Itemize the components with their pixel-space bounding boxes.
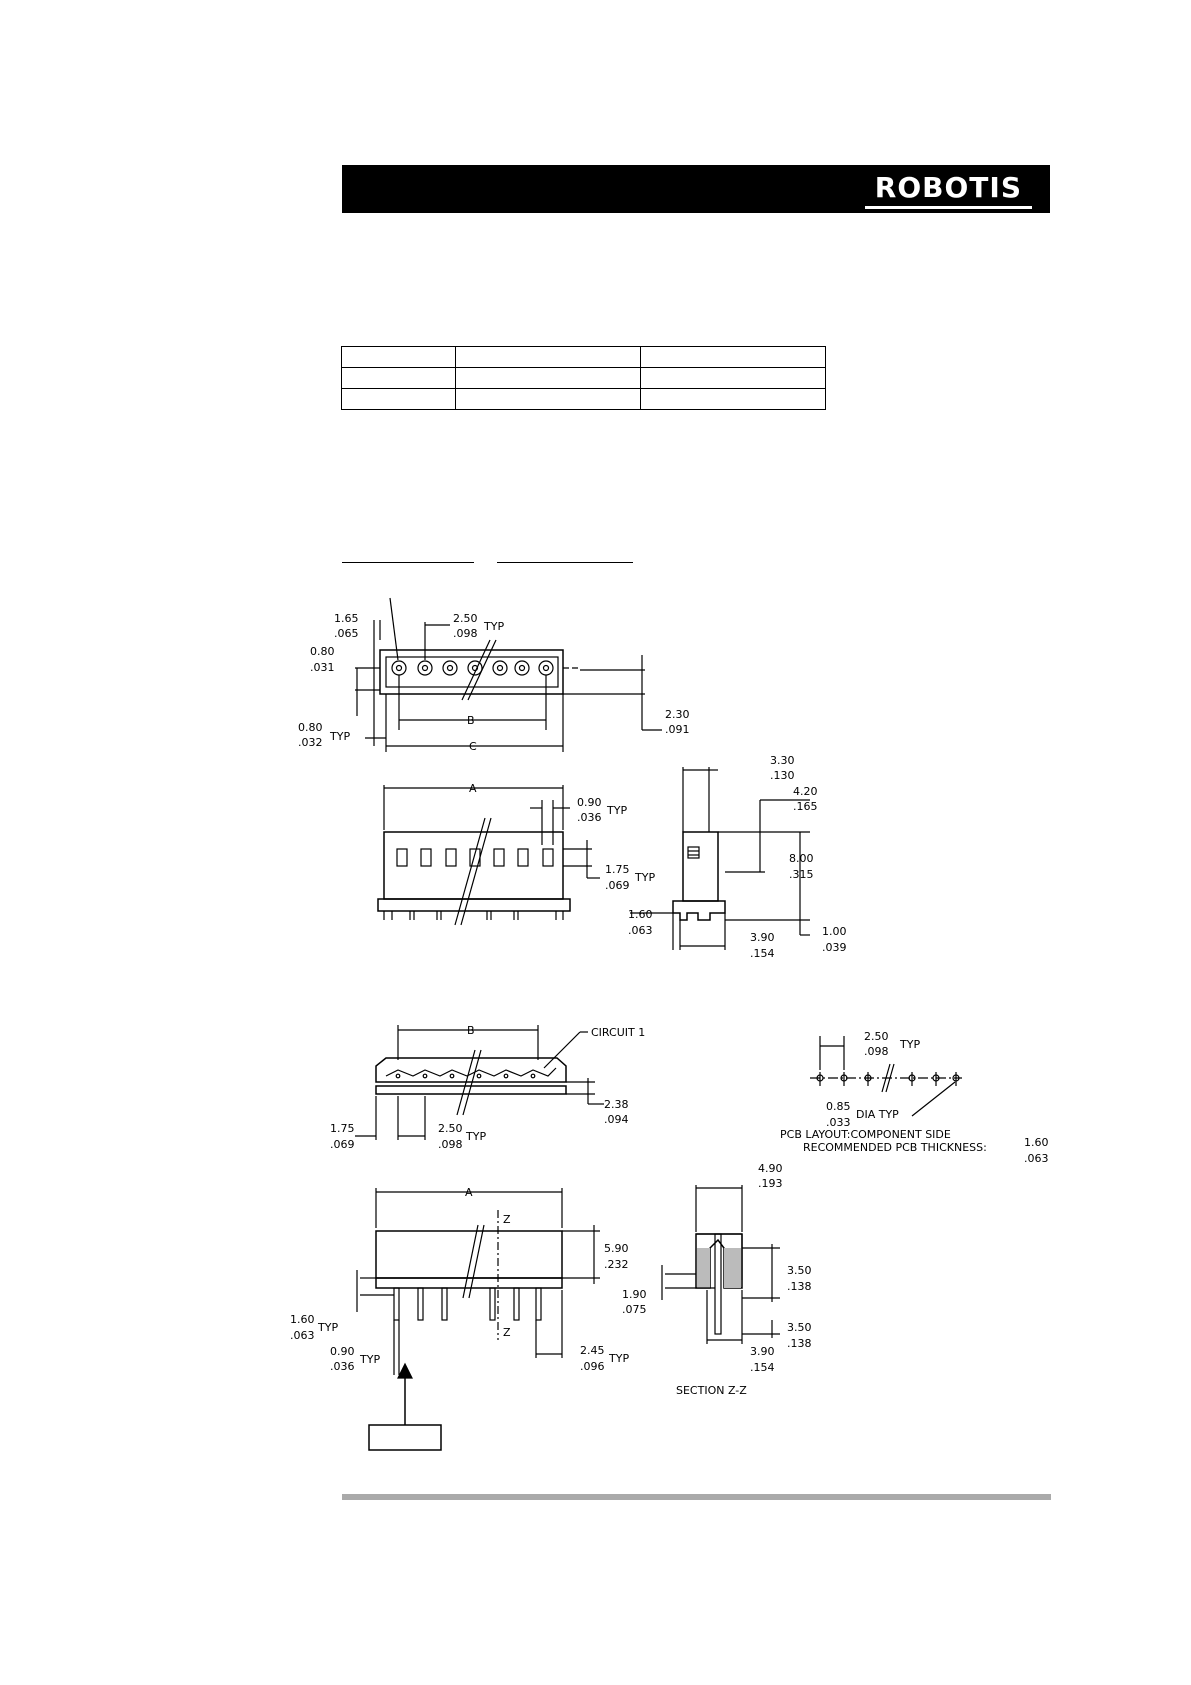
dim-text: 3.50 bbox=[787, 1264, 812, 1277]
dim-text: TYP bbox=[606, 804, 627, 817]
top-view bbox=[355, 597, 662, 752]
dim-text: CIRCUIT 1 bbox=[591, 1026, 645, 1039]
dim-text: 1.90 bbox=[622, 1288, 647, 1301]
header-top-view bbox=[355, 1025, 604, 1140]
dim-text: .075 bbox=[622, 1303, 647, 1316]
dim-text: .315 bbox=[789, 868, 814, 881]
table-row bbox=[341, 388, 826, 410]
dim-text: 1.00 bbox=[822, 925, 847, 938]
side-view bbox=[630, 767, 810, 950]
dim-text: 3.30 bbox=[770, 754, 795, 767]
dim-text: .063 bbox=[1024, 1152, 1049, 1165]
dim-text: .098 bbox=[864, 1045, 889, 1058]
dim-text: 0.85 bbox=[826, 1100, 851, 1113]
dim-text: 1.60 bbox=[628, 908, 653, 921]
dim-text: 4.90 bbox=[758, 1162, 783, 1175]
dim-text: 0.90 bbox=[330, 1345, 355, 1358]
dim-text: A bbox=[465, 1186, 473, 1199]
dim-text: 2.30 bbox=[665, 708, 690, 721]
robotis-logo: ROBOTIS bbox=[864, 170, 1032, 209]
dim-text: .130 bbox=[770, 769, 795, 782]
dim-text: RECOMMENDED PCB THICKNESS: bbox=[803, 1141, 987, 1154]
dim-text: .138 bbox=[787, 1337, 812, 1350]
front-view bbox=[377, 785, 600, 926]
dim-text: .039 bbox=[822, 941, 847, 954]
dim-text: .032 bbox=[298, 736, 323, 749]
dim-text: .036 bbox=[330, 1360, 355, 1373]
dimension-labels: 1.65 .065 2.50 TYP .098 0.80 .031 0.80 .… bbox=[290, 612, 1049, 1397]
dim-text: .096 bbox=[580, 1360, 605, 1373]
section-underline-2 bbox=[497, 562, 633, 563]
dim-text: 8.00 bbox=[789, 852, 814, 865]
dim-text: 2.50 bbox=[438, 1122, 463, 1135]
dim-text: .232 bbox=[604, 1258, 629, 1271]
dim-text: .154 bbox=[750, 947, 775, 960]
dim-text: TYP bbox=[608, 1352, 629, 1365]
dim-text: 1.65 bbox=[334, 612, 359, 625]
dim-text: .154 bbox=[750, 1361, 775, 1374]
dim-text: 2.50 bbox=[453, 612, 478, 625]
section-caption: SECTION Z-Z bbox=[676, 1384, 747, 1397]
dim-text: B bbox=[467, 1024, 475, 1037]
dim-text: .069 bbox=[330, 1138, 355, 1151]
dim-text: 1.60 bbox=[290, 1313, 315, 1326]
dim-text: TYP bbox=[317, 1321, 338, 1334]
dim-text: TYP bbox=[465, 1130, 486, 1143]
section-view bbox=[661, 1185, 780, 1344]
dim-text: .033 bbox=[826, 1116, 851, 1129]
dim-text: .091 bbox=[665, 723, 690, 736]
dim-text: 1.75 bbox=[330, 1122, 355, 1135]
dim-text: .063 bbox=[628, 924, 653, 937]
header-front-view bbox=[356, 1188, 600, 1451]
section-underline-1 bbox=[342, 562, 474, 563]
dim-text: B bbox=[467, 714, 475, 727]
dim-text: .165 bbox=[793, 800, 818, 813]
dim-text: TYP bbox=[483, 620, 504, 633]
dim-text: .069 bbox=[605, 879, 630, 892]
dim-text: .094 bbox=[604, 1113, 629, 1126]
dim-text: Z bbox=[503, 1213, 511, 1226]
dim-text: Z bbox=[503, 1326, 511, 1339]
dim-text: .036 bbox=[577, 811, 602, 824]
dim-text: .065 bbox=[334, 627, 359, 640]
dim-text: 2.45 bbox=[580, 1344, 605, 1357]
dim-text: 4.20 bbox=[793, 785, 818, 798]
dim-text: .031 bbox=[310, 661, 335, 674]
table-cell bbox=[640, 388, 826, 410]
dim-text: 0.90 bbox=[577, 796, 602, 809]
dim-text: 3.50 bbox=[787, 1321, 812, 1334]
dim-text: 1.75 bbox=[605, 863, 630, 876]
dim-text: A bbox=[469, 782, 477, 795]
spec-table bbox=[341, 346, 826, 410]
dim-text: 2.38 bbox=[604, 1098, 629, 1111]
dim-text: 0.80 bbox=[310, 645, 335, 658]
dim-text: TYP bbox=[634, 871, 655, 884]
pcb-layout bbox=[810, 1036, 962, 1117]
dim-text: DIA TYP bbox=[856, 1108, 899, 1121]
dim-text: .193 bbox=[758, 1177, 783, 1190]
dim-text: 3.90 bbox=[750, 1345, 775, 1358]
dim-text: .098 bbox=[438, 1138, 463, 1151]
dim-text: 0.80 bbox=[298, 721, 323, 734]
dim-text: TYP bbox=[329, 730, 350, 743]
dim-text: PCB LAYOUT:COMPONENT SIDE bbox=[780, 1128, 951, 1141]
dim-text: C bbox=[469, 740, 477, 753]
header-bar: ROBOTIS bbox=[342, 165, 1050, 213]
dim-text: .063 bbox=[290, 1329, 315, 1342]
table-row bbox=[341, 367, 826, 389]
dim-text: TYP bbox=[359, 1353, 380, 1366]
dim-text: .098 bbox=[453, 627, 478, 640]
footer-rule bbox=[342, 1494, 1051, 1500]
dim-text: 2.50 bbox=[864, 1030, 889, 1043]
dim-text: 1.60 bbox=[1024, 1136, 1049, 1149]
dim-text: 5.90 bbox=[604, 1242, 629, 1255]
dim-text: TYP bbox=[899, 1038, 920, 1051]
dim-text: 3.90 bbox=[750, 931, 775, 944]
dim-text: .138 bbox=[787, 1280, 812, 1293]
